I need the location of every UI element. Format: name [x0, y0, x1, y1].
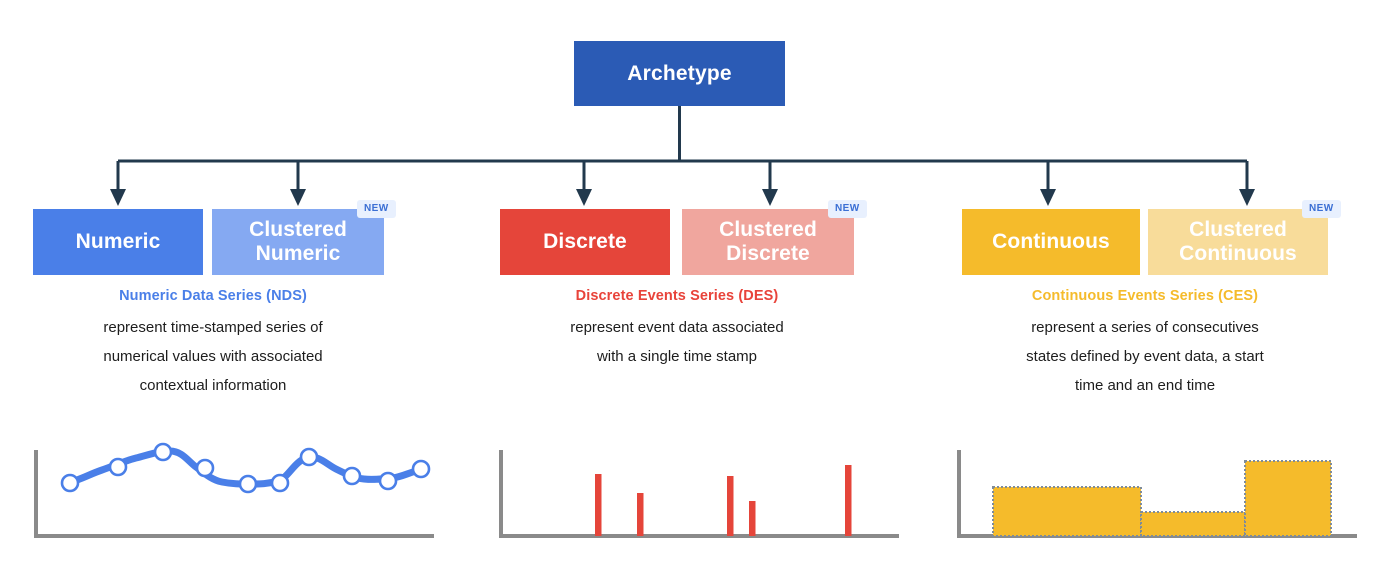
node-clustered-numeric-label: Clustered Numeric	[249, 217, 347, 265]
node-clustered-discrete-label: Clustered Discrete	[719, 217, 817, 265]
node-discrete[interactable]: Discrete	[500, 209, 670, 275]
new-badge-clustered-numeric: NEW	[357, 200, 396, 218]
node-discrete-label: Discrete	[543, 229, 627, 253]
group-desc-line: states defined by event data, a start	[1026, 348, 1264, 365]
node-clustered-numeric[interactable]: Clustered Numeric	[212, 209, 384, 275]
group-title-des: Discrete Events Series (DES)	[575, 288, 779, 304]
group-desc-des: represent event data associated with a s…	[477, 313, 877, 371]
group-desc-line: numerical values with associated	[103, 348, 323, 365]
node-clustered-continuous-label: Clustered Continuous	[1179, 217, 1297, 265]
group-title-ces: Continuous Events Series (CES)	[1031, 288, 1259, 304]
group-desc-line: represent a series of consecutives	[1031, 319, 1259, 336]
group-desc-line: represent time-stamped series of	[103, 319, 323, 336]
node-clustered-discrete[interactable]: Clustered Discrete	[682, 209, 854, 275]
group-title-nds: Numeric Data Series (NDS)	[119, 288, 307, 304]
discrete-mini-chart	[499, 450, 899, 538]
node-continuous-label: Continuous	[992, 229, 1110, 253]
group-desc-line: with a single time stamp	[596, 348, 758, 365]
new-badge-clustered-discrete: NEW	[828, 200, 867, 218]
archetype-root-label: Archetype	[627, 61, 732, 85]
archetype-root-node[interactable]: Archetype	[574, 41, 785, 106]
group-desc-line: time and an end time	[1074, 377, 1216, 394]
group-desc-nds: represent time-stamped series of numeric…	[13, 313, 413, 400]
node-continuous[interactable]: Continuous	[962, 209, 1140, 275]
group-desc-ces: represent a series of consecutives state…	[945, 313, 1345, 400]
new-badge-clustered-continuous: NEW	[1302, 200, 1341, 218]
numeric-mini-chart	[34, 442, 434, 538]
group-desc-line: contextual information	[139, 377, 287, 394]
node-numeric[interactable]: Numeric	[33, 209, 203, 275]
node-clustered-continuous[interactable]: Clustered Continuous	[1148, 209, 1328, 275]
group-desc-line: represent event data associated	[570, 319, 784, 336]
node-numeric-label: Numeric	[75, 229, 161, 253]
continuous-mini-chart	[957, 450, 1357, 538]
